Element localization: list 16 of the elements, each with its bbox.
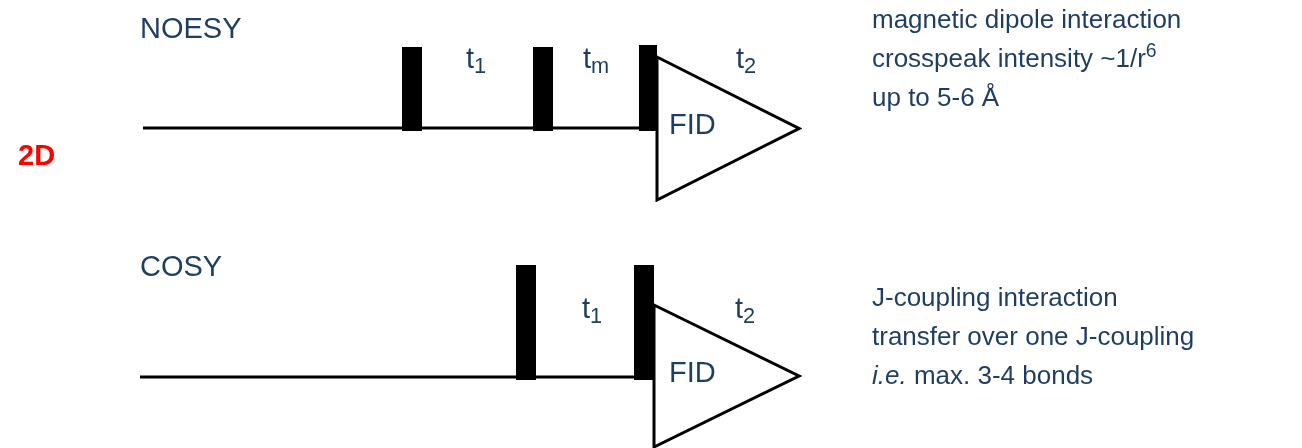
description-text: i.e. max. 3-4 bonds <box>872 359 1094 392</box>
fid-label: FID <box>669 358 716 387</box>
description-text: up to 5-6 Å <box>872 81 1000 114</box>
dimension-heading: 2D <box>18 138 56 173</box>
delay-label: t$_{2}$ <box>735 291 756 327</box>
delay-label: t$_{1}$ <box>582 291 603 327</box>
description-text: J-coupling interaction <box>872 281 1118 314</box>
description-text: transfer over one J-coupling <box>872 320 1195 353</box>
delay-label: t$_{m}$ <box>583 41 610 77</box>
delay-label: t$_{2}$ <box>736 41 757 77</box>
sequence-title: NOESY <box>140 11 242 46</box>
description-text: magnetic dipole interaction <box>872 3 1182 36</box>
description-text: crosspeak intensity ~1/r$^{6}$ <box>872 42 1157 75</box>
sequence-title: COSY <box>140 249 223 284</box>
fid-label: FID <box>669 110 716 139</box>
delay-label: t$_{1}$ <box>466 41 487 77</box>
